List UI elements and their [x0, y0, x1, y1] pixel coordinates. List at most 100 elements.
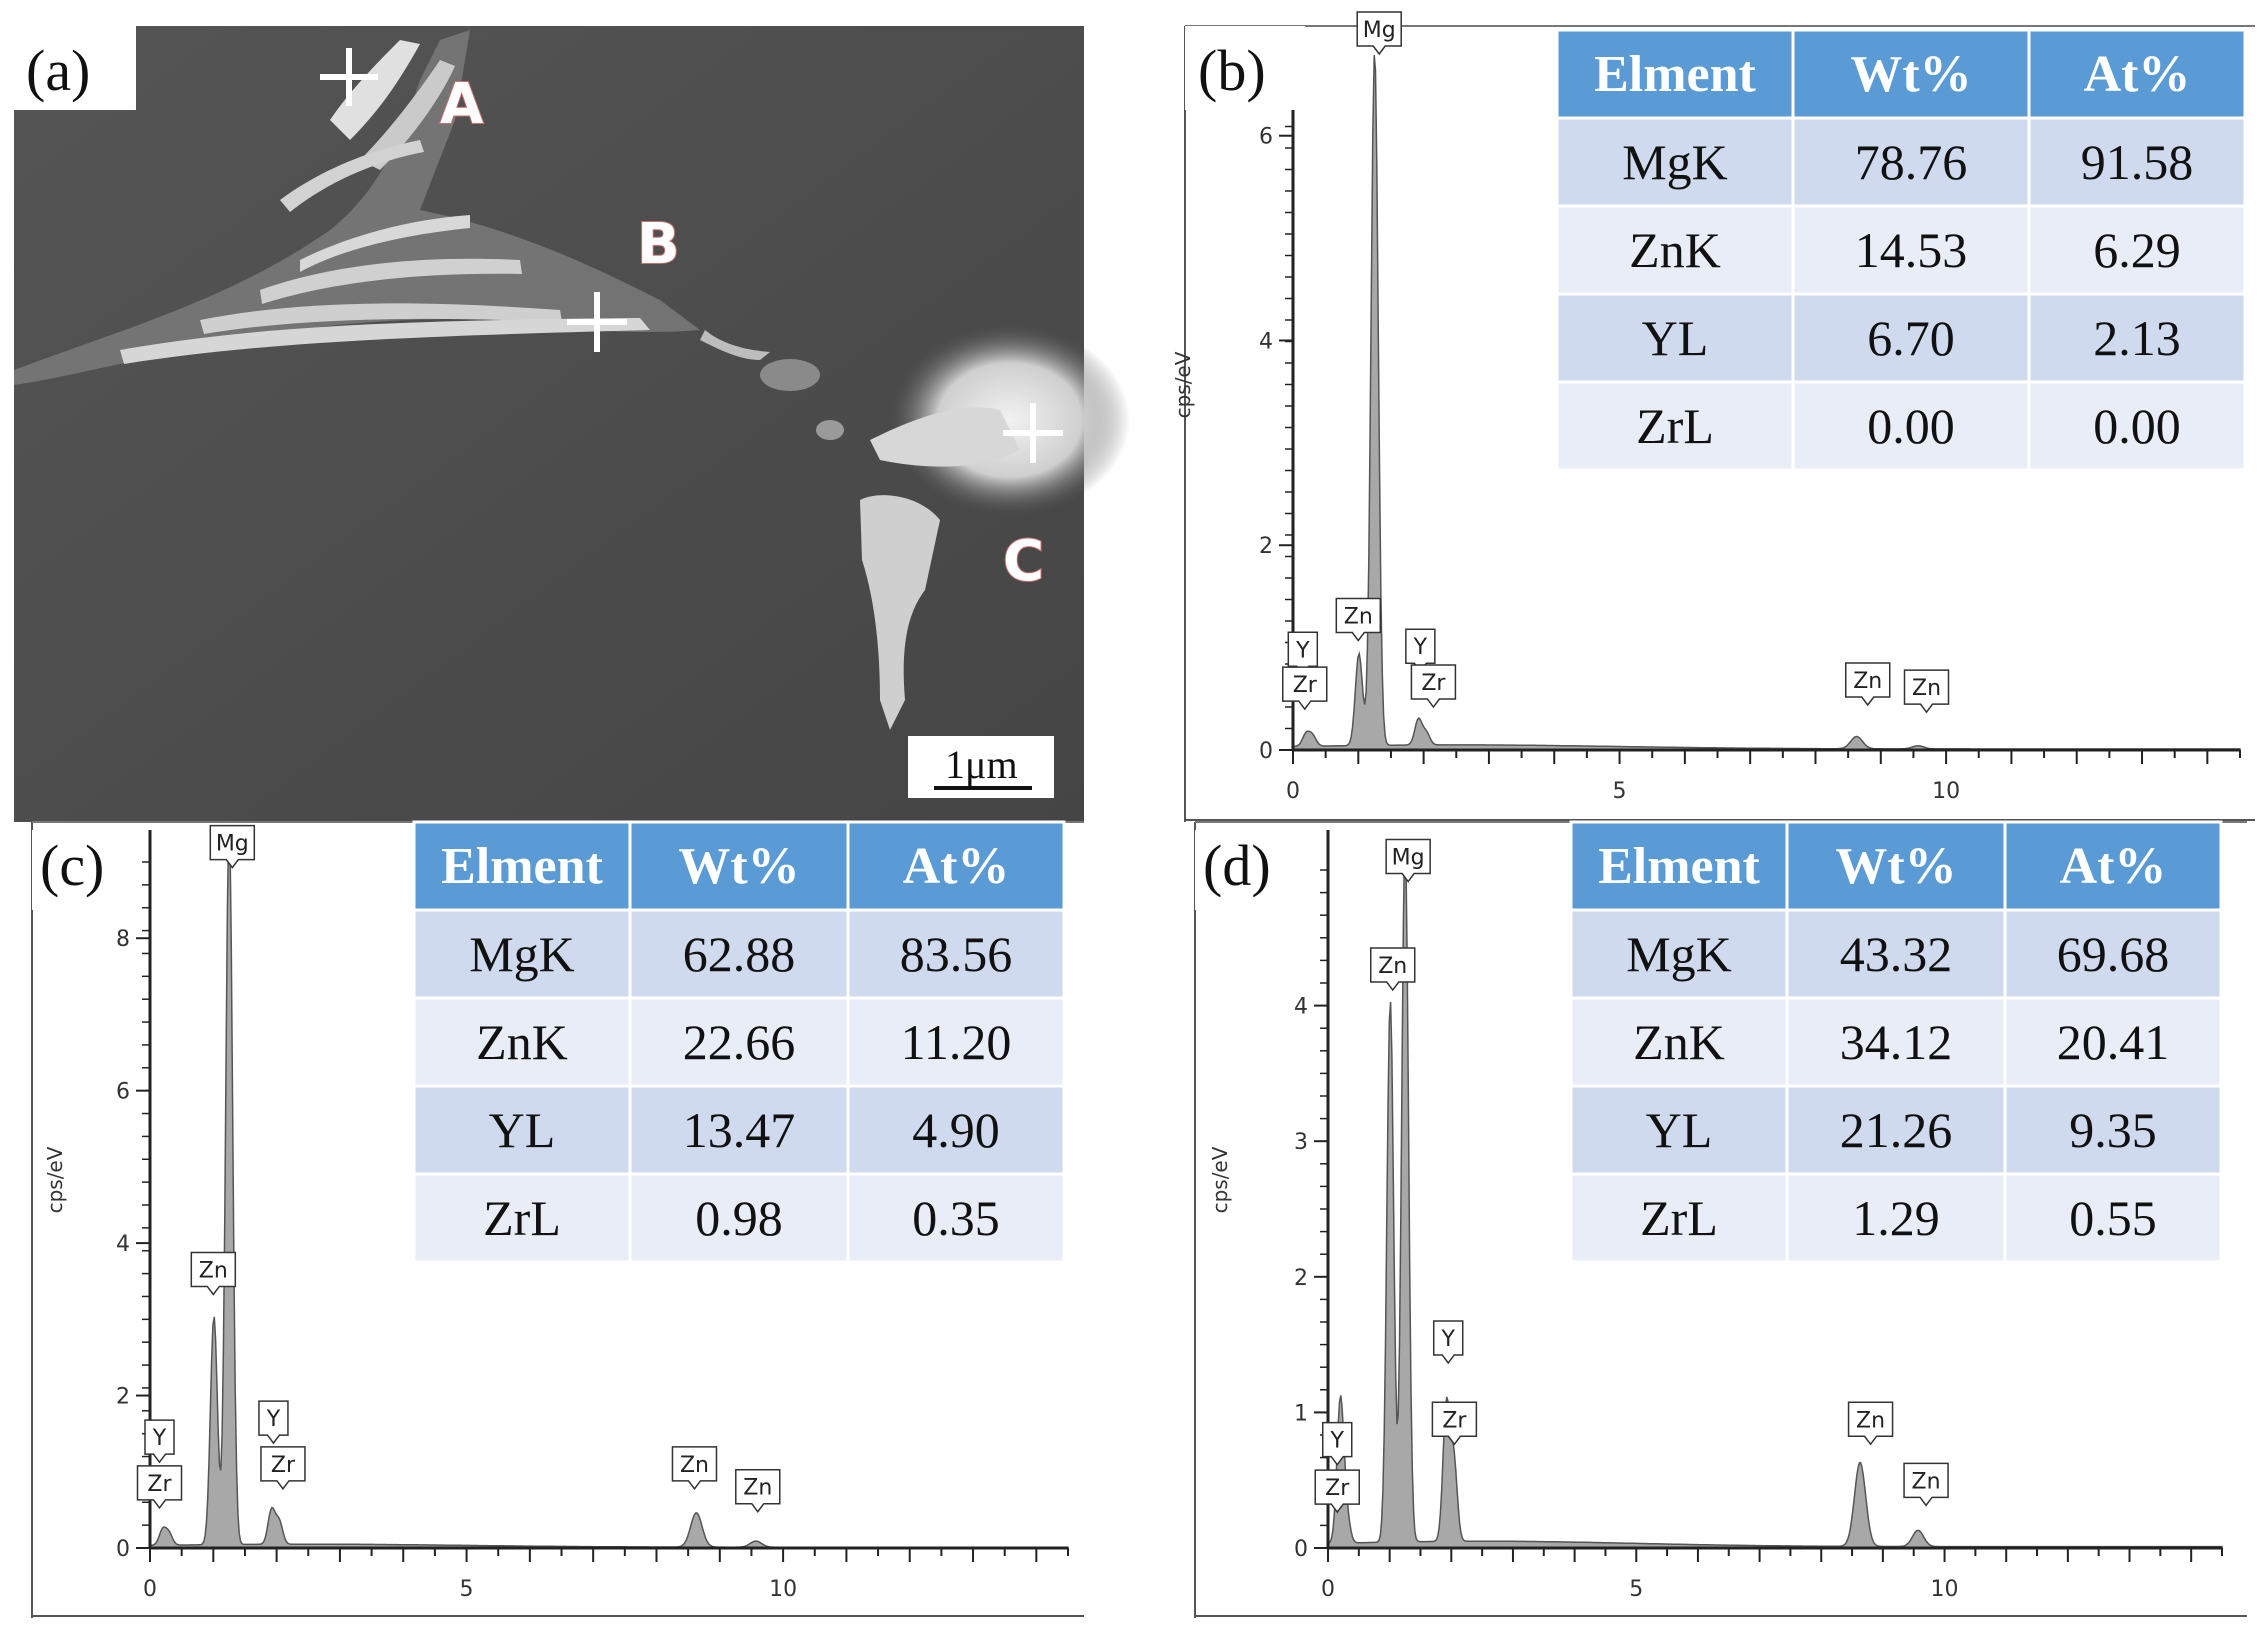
y-tick-label: 4	[1294, 995, 1308, 1020]
table-header-cell	[2003, 820, 2223, 912]
peak-label: Zn	[1912, 1469, 1941, 1494]
table-header-text: At%	[903, 838, 1010, 895]
y-tick-label: 6	[116, 1080, 130, 1105]
peak-label: Zr	[1442, 1408, 1467, 1433]
table-cell-text: 21.26	[1840, 1102, 1953, 1158]
table-cell-text: 20.41	[2057, 1014, 2170, 1070]
table-cell-text: ZnK	[1633, 1014, 1725, 1070]
peak-label: Y	[1295, 638, 1310, 663]
table-cell-text: 11.20	[901, 1014, 1012, 1070]
y-tick-label: 2	[116, 1385, 130, 1410]
table-cell-text: 91.58	[2081, 134, 2194, 190]
table-cell	[1791, 292, 2031, 384]
y-tick-label: 2	[1294, 1266, 1308, 1291]
table-cell	[1785, 1172, 2007, 1264]
peak-label: Y	[1441, 1327, 1456, 1352]
table-header-text: Elment	[441, 838, 603, 895]
table-cell-text: 43.32	[1840, 926, 1953, 982]
peak-label-box	[1314, 1469, 1360, 1514]
point-label-a: A	[440, 72, 484, 137]
peak-label: Zn	[199, 1258, 228, 1283]
peak-label-box	[1369, 947, 1416, 992]
peak-label: Zn	[1344, 605, 1373, 630]
sem-particle	[870, 407, 1020, 467]
peak-label: Y	[1330, 1429, 1345, 1454]
table-cell-text: 9.35	[2069, 1102, 2157, 1158]
table-cell-text: ZnK	[1629, 222, 1721, 278]
table-cell-text: ZnK	[476, 1014, 568, 1070]
table-cell-text: 13.47	[683, 1102, 796, 1158]
table-header-text: Wt%	[678, 838, 799, 895]
y-axis-label: cps/eV	[1171, 351, 1195, 418]
peak-label: Zr	[1421, 671, 1446, 696]
peak-label: Zn	[743, 1476, 772, 1501]
table-cell-text: MgK	[469, 926, 575, 982]
marker-c	[1003, 403, 1063, 463]
table-cell	[846, 908, 1066, 1000]
peak-label-box	[258, 1400, 289, 1445]
peak-label-box	[1335, 597, 1382, 642]
y-tick-label: 0	[1259, 739, 1273, 764]
peak-label-box	[1903, 669, 1950, 714]
table-header-text: Wt%	[1850, 46, 1971, 103]
table-cell	[846, 996, 1066, 1088]
panel-label-box	[1185, 26, 1305, 110]
table-cell	[2027, 204, 2247, 296]
peak-label-box	[735, 1468, 781, 1513]
peak-label-box	[1431, 1401, 1478, 1446]
table-cell	[846, 1172, 1066, 1264]
peak-label-box	[1903, 1462, 1949, 1507]
table-cell-text: 0.98	[695, 1190, 783, 1246]
table-cell	[2027, 380, 2247, 472]
x-tick-label: 10	[769, 1577, 797, 1602]
table-cell	[1791, 380, 2031, 472]
table-header-text: At%	[2060, 838, 2167, 895]
x-tick-label: 0	[1321, 1577, 1335, 1602]
peak-label: Zr	[1325, 1476, 1350, 1501]
peak-label-box	[209, 824, 256, 869]
table-cell-text: 1.29	[1852, 1190, 1940, 1246]
panel-a-label-box	[14, 26, 136, 110]
table-cell	[1785, 908, 2007, 1000]
table-cell	[1555, 292, 1795, 384]
peak-label: Zn	[680, 1453, 709, 1478]
table-cell	[628, 908, 850, 1000]
table-cell-text: 83.56	[900, 926, 1013, 982]
peak-label-box	[1385, 838, 1431, 883]
table-cell-text: 6.29	[2093, 222, 2181, 278]
x-tick-label: 0	[143, 1577, 157, 1602]
peak-label-box	[1847, 1401, 1894, 1446]
table-cell	[2003, 1172, 2223, 1264]
table-cell-text: 0.55	[2069, 1190, 2157, 1246]
y-axis-label: cps/eV	[1208, 1146, 1232, 1213]
table-cell-text: 22.66	[683, 1014, 796, 1070]
table-cell	[2003, 996, 2223, 1088]
peak-label: Zn	[1912, 676, 1941, 701]
peak-label-box	[1410, 664, 1457, 709]
y-tick-label: 0	[116, 1537, 130, 1562]
marker-b	[567, 292, 627, 352]
y-tick-label: 3	[1294, 1130, 1308, 1155]
table-cell	[628, 1084, 850, 1176]
table-cell-text: YL	[1646, 1102, 1713, 1158]
y-axis-label: cps/eV	[43, 1146, 67, 1213]
x-tick-label: 5	[1613, 779, 1627, 804]
table-cell	[1555, 204, 1795, 296]
peak-label-box	[144, 1419, 175, 1464]
marker-a	[320, 48, 378, 106]
peak-label: Mg	[216, 832, 249, 857]
peak-label: Zn	[1378, 954, 1407, 979]
table-cell	[2027, 292, 2247, 384]
peak-label-box	[1432, 1320, 1464, 1365]
table-cell	[628, 996, 850, 1088]
sem-bright-region-c	[890, 325, 1130, 515]
y-tick-label: 2	[1259, 534, 1273, 559]
peak-label-box	[136, 1465, 183, 1510]
point-label-c: C	[1003, 529, 1044, 594]
peak-label: Mg	[1363, 18, 1396, 43]
table-header-text: Elment	[1598, 838, 1760, 895]
peak-label: Zr	[147, 1472, 172, 1497]
peak-label-box	[671, 1446, 718, 1491]
